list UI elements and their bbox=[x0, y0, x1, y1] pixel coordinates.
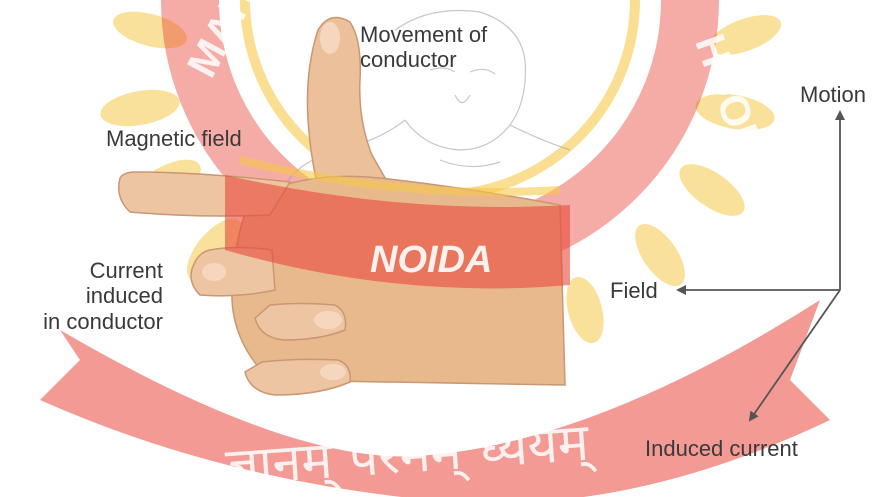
label-induced-current: Induced current bbox=[645, 436, 798, 461]
label-movement-of-conductor: Movement of conductor bbox=[360, 22, 487, 73]
watermark-badge-text: NOIDA bbox=[370, 239, 492, 281]
label-motion: Motion bbox=[800, 82, 866, 107]
label-current-induced: Current induced in conductor bbox=[10, 258, 163, 334]
label-magnetic-field: Magnetic field bbox=[106, 126, 242, 151]
label-field: Field bbox=[610, 278, 658, 303]
thumbnail bbox=[320, 22, 340, 54]
